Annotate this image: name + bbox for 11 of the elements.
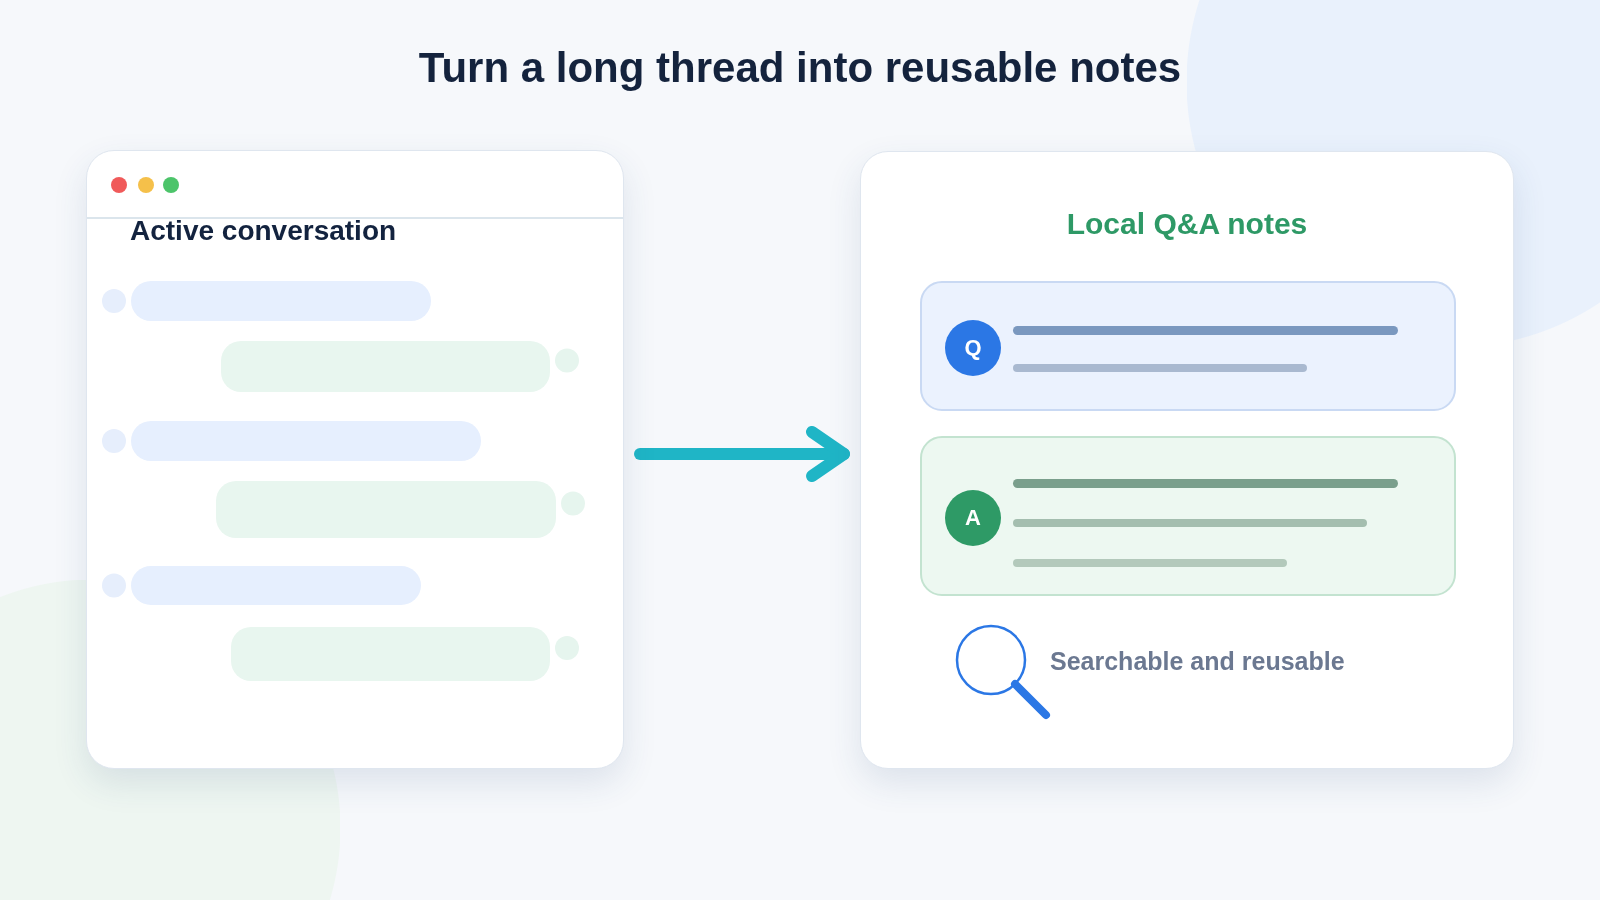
caption-text: Searchable and reusable — [1050, 646, 1345, 676]
chat-window-panel — [86, 150, 624, 769]
panel-heading: Local Q&A notes — [1066, 207, 1308, 241]
arrow — [634, 426, 850, 482]
note-card — [920, 281, 1456, 411]
letter-badge: A — [945, 490, 1001, 546]
panel-heading: Active conversation — [130, 215, 397, 247]
note-card — [920, 436, 1456, 596]
letter-badge: Q — [945, 320, 1001, 376]
diagram-title: Turn a long thread into reusable notes — [418, 44, 1182, 92]
notes-panel — [860, 151, 1514, 769]
